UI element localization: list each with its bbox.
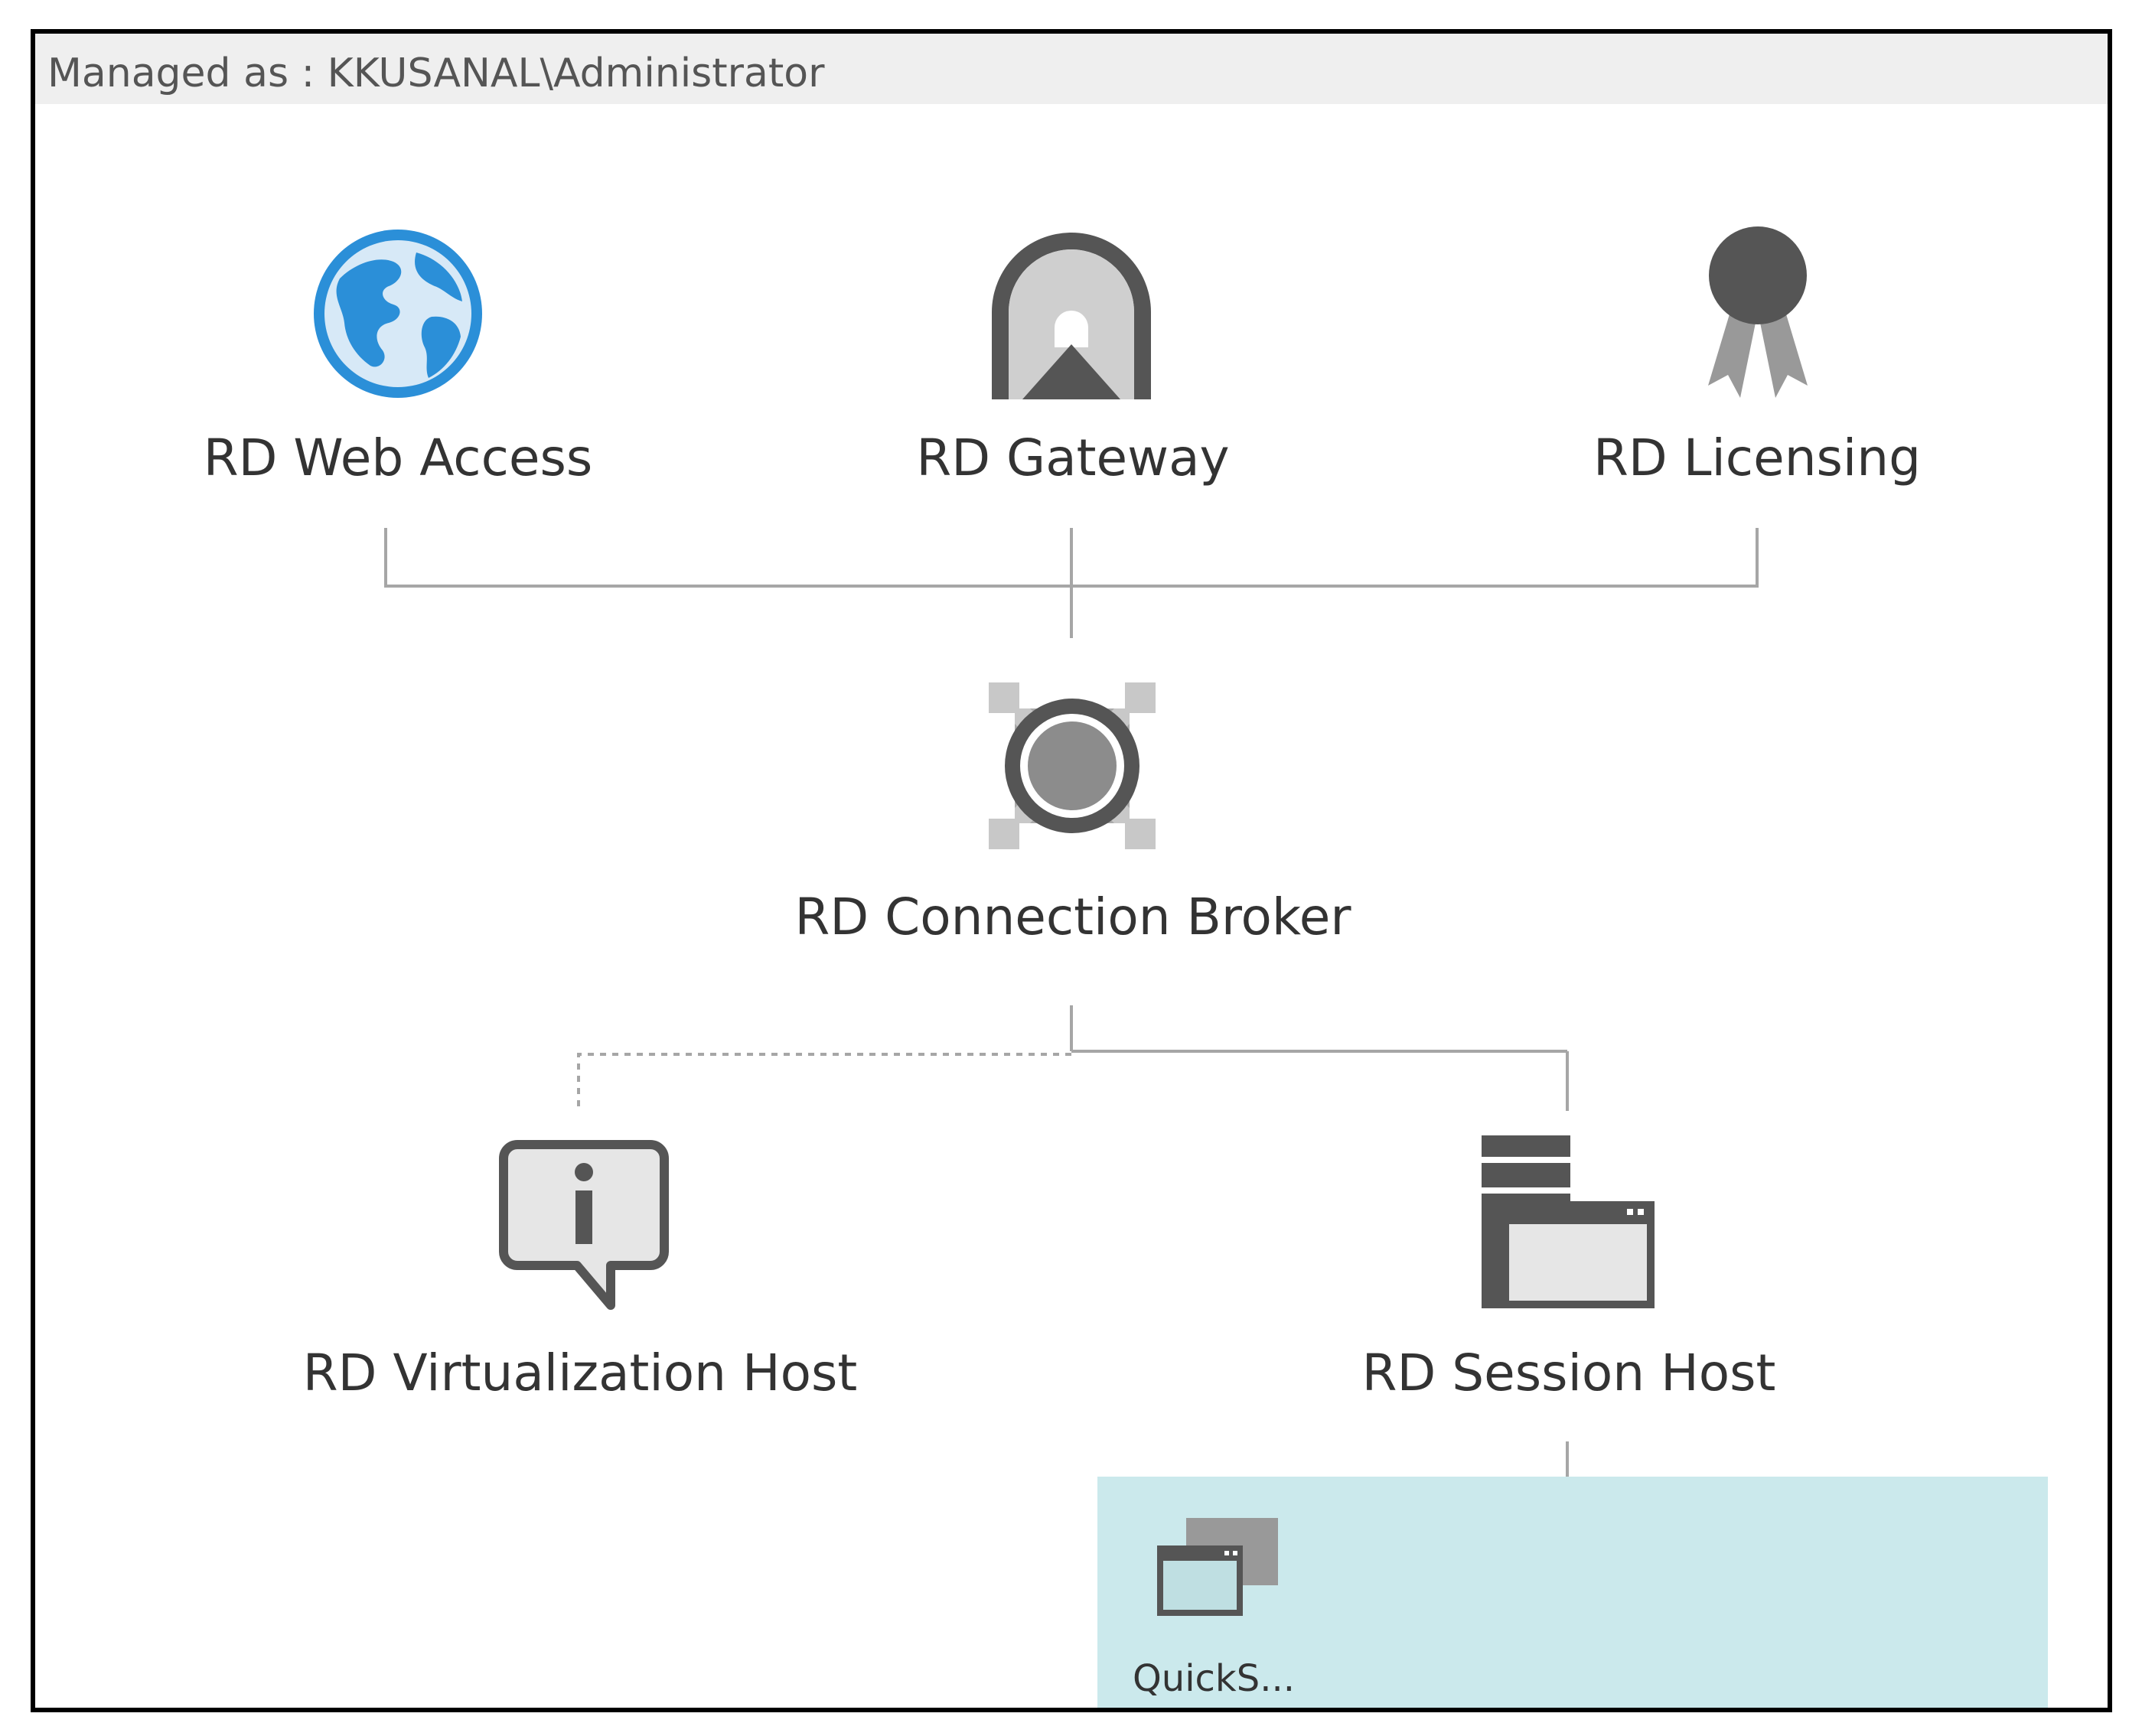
globe-icon xyxy=(314,230,482,398)
session-collection-area: QuickS... xyxy=(1097,1477,2048,1708)
deployment-overview-panel: Managed as : KKUSANAL\Administrator RD W… xyxy=(31,29,2112,1712)
connector-virtualization-dashed xyxy=(577,1053,1071,1111)
ribbon-badge-icon xyxy=(1708,226,1808,398)
collection-label[interactable]: QuickS... xyxy=(1133,1657,1295,1700)
session-host-node[interactable] xyxy=(1482,1135,1655,1308)
header-bar: Managed as : KKUSANAL\Administrator xyxy=(35,34,2108,104)
connection-broker-label[interactable]: RD Connection Broker xyxy=(794,888,1351,946)
gateway-arch-icon xyxy=(992,233,1151,399)
virtualization-host-node[interactable] xyxy=(497,1138,670,1311)
gateway-label[interactable]: RD Gateway xyxy=(916,428,1230,487)
web-access-label[interactable]: RD Web Access xyxy=(203,428,593,487)
virtualization-host-label[interactable]: RD Virtualization Host xyxy=(302,1344,858,1402)
managed-as-label: Managed as : KKUSANAL\Administrator xyxy=(47,50,825,96)
server-window-icon xyxy=(1482,1135,1655,1308)
collection-windows-icon xyxy=(1157,1518,1278,1616)
web-access-node[interactable] xyxy=(309,225,487,402)
connection-broker-node[interactable] xyxy=(989,682,1156,849)
info-bubble-icon xyxy=(499,1140,669,1310)
connector-lines xyxy=(384,528,1759,1477)
broker-hub-icon xyxy=(989,682,1156,849)
collection-item[interactable] xyxy=(1157,1518,1280,1617)
gateway-node[interactable] xyxy=(992,233,1151,399)
licensing-label[interactable]: RD Licensing xyxy=(1593,428,1921,487)
session-host-label[interactable]: RD Session Host xyxy=(1361,1344,1776,1402)
licensing-node[interactable] xyxy=(1700,225,1815,406)
